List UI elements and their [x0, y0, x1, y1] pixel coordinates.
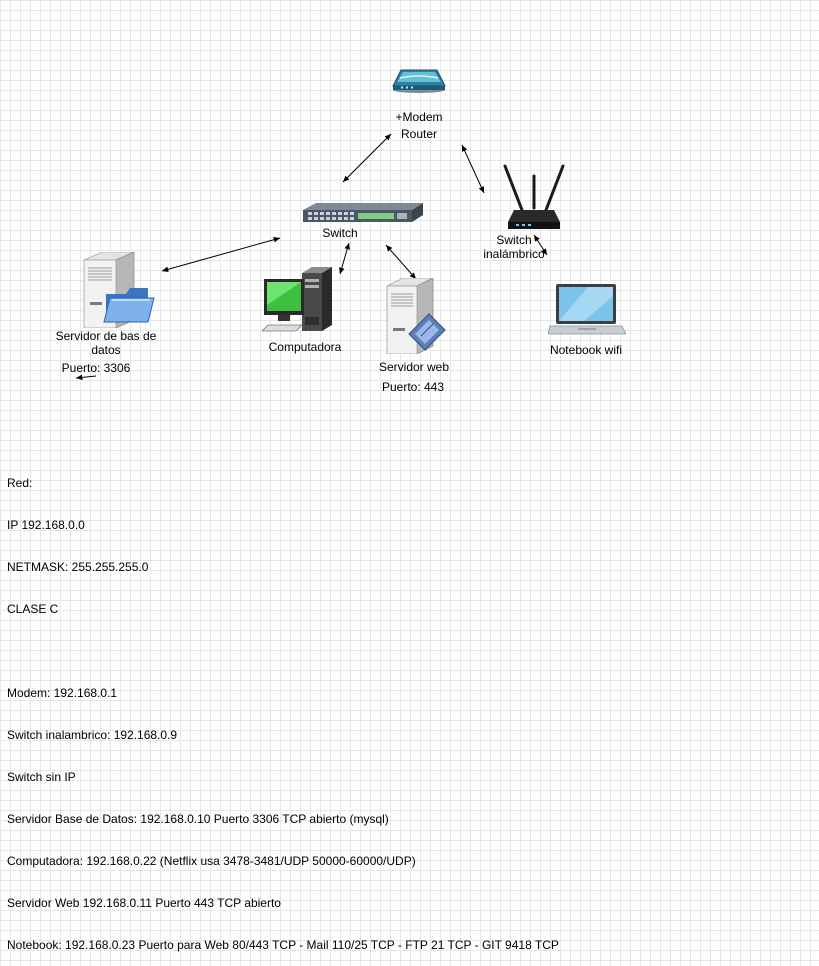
wireless-label-line2: inalámbrico: [483, 247, 545, 261]
link-switch-computer: [339, 242, 350, 275]
computer-label: Computadora: [268, 340, 342, 354]
link-switch-web: [385, 244, 417, 280]
note-line: Switch inalambrico: 192.168.0.9: [7, 728, 178, 742]
switch-icon: [303, 203, 423, 222]
note-line: Computadora: 192.168.0.22 (Netflix usa 3…: [7, 854, 416, 868]
laptop-icon: [548, 284, 626, 335]
db-server-port: Puerto: 3306: [61, 361, 131, 375]
note-line: Red:: [7, 476, 33, 490]
note-line: Servidor Base de Datos: 192.168.0.10 Pue…: [7, 812, 389, 826]
wifi-router-icon: [503, 164, 565, 229]
note-line: NETMASK: 255.255.255.0: [7, 560, 149, 574]
switch-label: Switch: [322, 226, 358, 240]
web-server-port: Puerto: 443: [381, 380, 445, 394]
link-switch-modem: [342, 133, 392, 183]
connections-layer: [75, 133, 548, 381]
wireless-label: Switch: [496, 233, 532, 247]
notebook-label: Notebook wifi: [549, 343, 623, 357]
note-line: Servidor Web 192.168.0.11 Puerto 443 TCP…: [7, 896, 281, 910]
modem-label-line2: Router: [400, 127, 438, 141]
web-server-icon: [386, 278, 446, 354]
link-switch-db: [161, 237, 281, 272]
note-line: Modem: 192.168.0.1: [7, 686, 118, 700]
note-line: CLASE C: [7, 602, 59, 616]
db-server-label-line2: datos: [91, 343, 121, 357]
db-port-arrow: [75, 374, 97, 381]
modem-icon: [392, 69, 446, 93]
note-line: Notebook: 192.168.0.23 Puerto para Web 8…: [7, 938, 559, 952]
db-server-label: Servidor de bas de: [55, 329, 157, 343]
link-modem-wireless: [461, 144, 485, 194]
network-notes: Red: IP 192.168.0.0 NETMASK: 255.255.255…: [7, 448, 559, 966]
note-line: [7, 644, 559, 658]
modem-label: +Modem: [395, 110, 443, 124]
database-server-icon: [83, 252, 155, 328]
web-server-label: Servidor web: [378, 360, 450, 374]
note-line: Switch sin IP: [7, 770, 76, 784]
note-line: IP 192.168.0.0: [7, 518, 85, 532]
link-wireless-notebook: [533, 234, 548, 256]
desktop-computer-icon: [262, 267, 332, 332]
